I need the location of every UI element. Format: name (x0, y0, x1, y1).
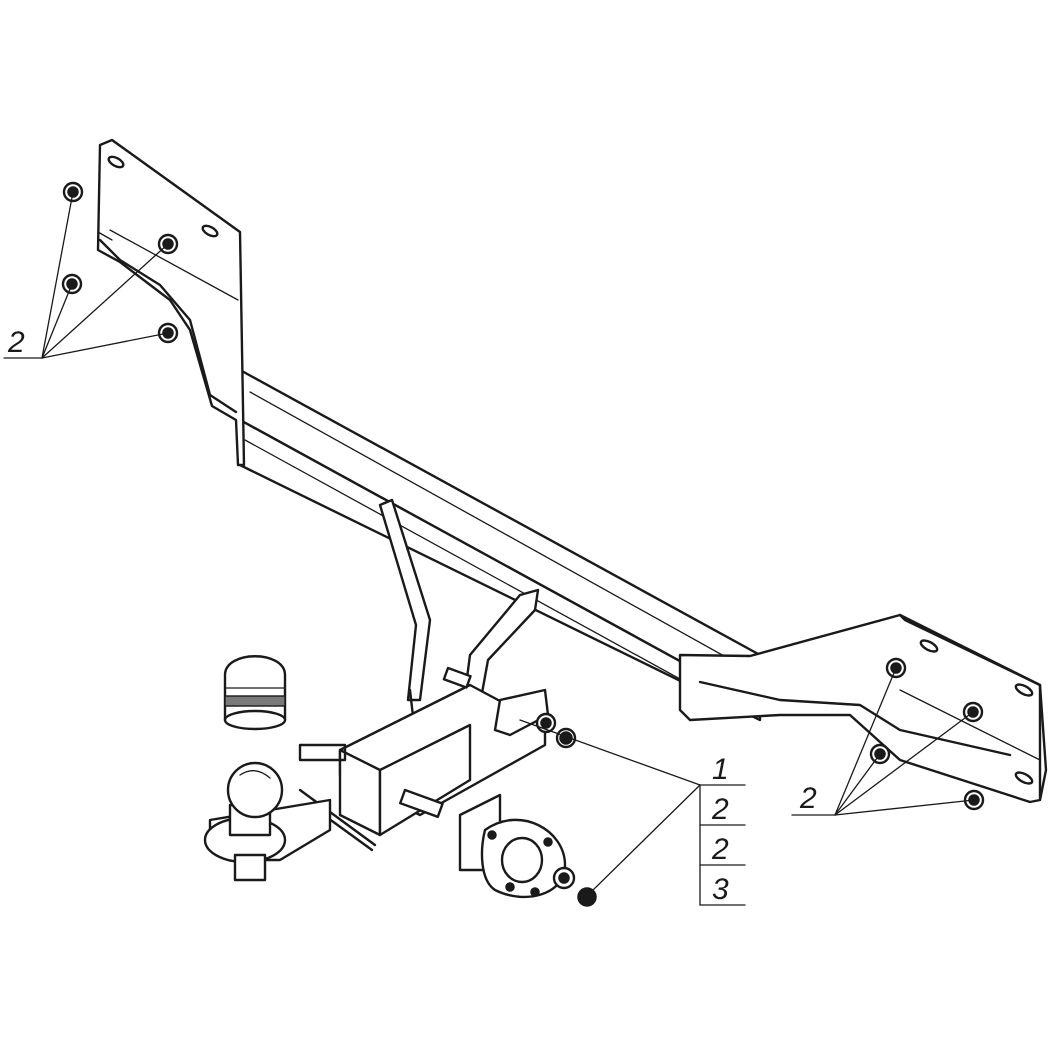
callout-label-2b: 2 (711, 833, 729, 866)
left-mounting-bracket (96, 138, 246, 467)
stacked-callout: 1 2 2 3 (699, 753, 746, 906)
left-callout: 2 (3, 191, 169, 359)
bolt-pins (399, 666, 472, 819)
callout-label-3: 3 (712, 873, 729, 906)
tow-ball-assembly (203, 761, 332, 882)
callout-label-right: 2 (799, 782, 817, 815)
socket-fasteners (519, 712, 701, 907)
right-mounting-bracket (678, 613, 1048, 804)
callout-label-left: 2 (7, 326, 25, 359)
callout-label-2a: 2 (711, 793, 729, 826)
right-callout: 2 (791, 667, 975, 816)
socket-bracket (458, 688, 567, 898)
receiver-tube (298, 683, 547, 852)
callout-label-1: 1 (712, 753, 729, 786)
ball-cap (223, 655, 287, 731)
cross-beam (238, 368, 762, 722)
